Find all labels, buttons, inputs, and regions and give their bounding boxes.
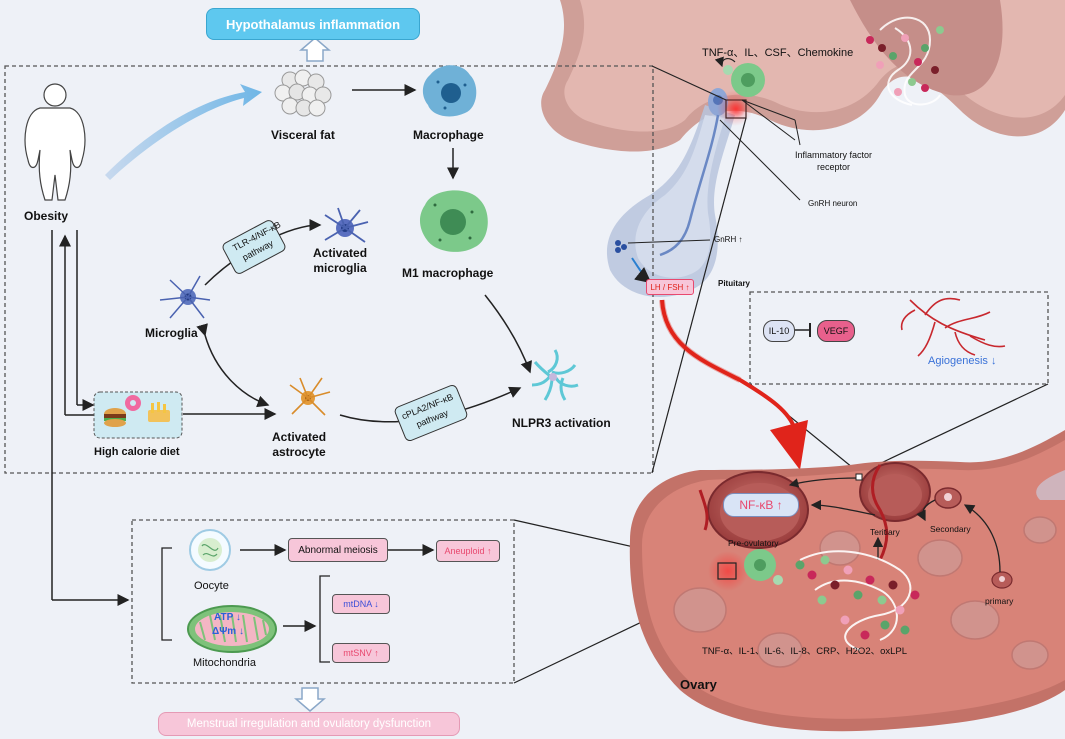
macrophage-label: Macrophage	[413, 128, 484, 142]
outcome-banner: Menstrual irregulation and ovulatory dys…	[158, 712, 460, 736]
cytokine-helix-ovary-icon	[795, 550, 920, 651]
gnrh-neuron-label: GnRH neuron	[808, 199, 858, 208]
activated-astrocyte-icon	[289, 377, 331, 416]
aneuploid-box: Aneuploid ↑	[436, 540, 500, 562]
oocyte-panel-frame	[131, 519, 515, 684]
mtdna-box: mtDNA ↓	[332, 594, 390, 614]
up-outline-arrow-icon	[298, 37, 332, 62]
hormone-to-ovary-arrow	[660, 299, 797, 431]
activated-microglia-icon	[324, 207, 369, 243]
visceral-fat-label: Visceral fat	[271, 128, 335, 142]
visceral-fat-icon	[274, 69, 332, 117]
high-calorie-diet-label: High calorie diet	[94, 446, 180, 458]
m1-macrophage-label: M1 macrophage	[402, 266, 494, 280]
mitochondria-icon	[187, 605, 277, 653]
abnormal-meiosis-box: Abnormal meiosis	[288, 538, 388, 562]
obesity-label: Obesity	[24, 209, 69, 223]
down-outline-arrow-icon	[293, 687, 327, 712]
teritiary-label: Teritiary	[870, 527, 900, 537]
tlr4-pathway-box	[222, 220, 286, 274]
membrane-potential-label: ΔΨm ↓	[212, 626, 244, 637]
ovary-label: Ovary	[680, 677, 717, 692]
secondary-label: Secondary	[930, 524, 971, 534]
activated-astrocyte-label: Activated astrocyte	[272, 430, 327, 459]
brain-cytokines-label: TNF-α、IL、CSF、Chemokine	[702, 47, 854, 59]
ovary-cytokines-label: TNF-α、IL-1、IL-6、IL-8、CRP、H2O2、oxLPL	[702, 646, 908, 657]
hypothalamus-panel-frame	[4, 65, 654, 474]
mitochondria-label: Mitochondria	[193, 657, 256, 669]
il10-pill: IL-10	[763, 320, 795, 342]
brain-macrophage-icon	[714, 56, 765, 97]
microglia-icon	[159, 275, 211, 319]
primary-label: primary	[985, 596, 1014, 606]
atp-label: ATP ↓	[214, 612, 241, 623]
oocyte-icon	[189, 529, 231, 571]
obesity-to-fat-arrow	[105, 84, 262, 180]
nlrp3-inflammasome-icon	[531, 349, 579, 401]
angiogenesis-label: Agiogenesis ↓	[928, 355, 997, 367]
gnrh-label: GnRH ↑	[714, 235, 743, 244]
vegf-pill: VEGF	[817, 320, 855, 342]
nfkb-badge: NF-κB ↑	[723, 493, 799, 517]
obese-person-icon	[24, 83, 86, 201]
food-icon	[104, 395, 170, 427]
microglia-label: Microglia	[145, 326, 198, 340]
ovary-macrophage-icon	[744, 549, 783, 585]
macrophage-icon	[422, 65, 477, 117]
mtsnv-box: mtSNV ↑	[332, 643, 390, 663]
lh-fsh-badge: LH / FSH ↑	[646, 279, 694, 295]
activated-microglia-label: Activated microglia	[313, 246, 368, 275]
m1-macrophage-icon	[419, 190, 488, 252]
cpla2-pathway-box	[394, 384, 468, 442]
nlrp3-activation-label: NLPR3 activation	[512, 416, 611, 430]
pituitary-label: Pituitary	[718, 279, 751, 288]
hypothalamus-inflammation-banner: Hypothalamus inflammation	[206, 8, 420, 40]
ovary-zoom-highlight	[717, 562, 737, 580]
inflammatory-receptor-label: Inflammatory factor receptor	[795, 150, 873, 172]
cytokine-helix-top-icon	[866, 16, 944, 106]
oocyte-label: Oocyte	[194, 580, 229, 592]
pre-ovulatory-label: Pre-ovulatory	[728, 538, 779, 548]
angiogenesis-vessels-icon	[900, 297, 1006, 357]
vegf-panel-frame	[749, 291, 1049, 385]
gnrh-granules-icon	[615, 239, 711, 253]
